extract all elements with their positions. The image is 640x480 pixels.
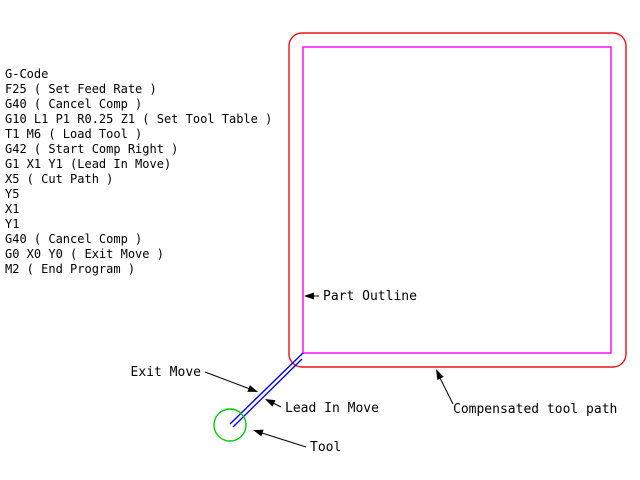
tool-label: Tool (310, 440, 341, 455)
compensated-tool-path-arrowhead-icon (436, 369, 444, 380)
gcode-line: F25 ( Set Feed Rate ) (5, 82, 157, 96)
compensated-tool-path-annotation: Compensated tool path (436, 369, 617, 417)
gcode-line: T1 M6 ( Load Tool ) (5, 127, 142, 141)
lead-in-move-label: Lead In Move (285, 401, 379, 416)
lead-in-move-arrow-line (272, 402, 282, 408)
exit-move-annotation: Exit Move (131, 365, 258, 392)
gcode-line: X1 (5, 202, 19, 216)
gcode-line: G40 ( Cancel Comp ) (5, 232, 142, 246)
compensated-tool-path-arrow-line (439, 377, 454, 405)
gcode-line: X5 ( Cut Path ) (5, 172, 113, 186)
gcode-line: Y5 (5, 187, 19, 201)
tool-circle (213, 408, 247, 442)
compensated-tool-path-outline (288, 32, 627, 368)
gcode-line: G40 ( Cancel Comp ) (5, 97, 142, 111)
exit-move-line (229, 352, 304, 425)
part-outline-arrowhead-icon (304, 292, 314, 300)
gcode-line: G-Code (5, 67, 48, 81)
exit-move-arrow-line (204, 371, 251, 390)
tool-annotation: Tool (253, 429, 341, 455)
gcode-line: G42 ( Start Comp Right ) (5, 142, 178, 156)
tool-arrow-line (261, 432, 307, 448)
lead-in-move-line (232, 358, 303, 428)
part-outline-label: Part Outline (323, 289, 417, 304)
gcode-line: M2 ( End Program ) (5, 262, 135, 276)
gcode-line: G10 L1 P1 R0.25 Z1 ( Set Tool Table ) (5, 112, 272, 126)
exit-move-label: Exit Move (131, 365, 202, 380)
tool-arrowhead-icon (253, 429, 264, 437)
gcode-listing: G-Code F25 ( Set Feed Rate ) G40 ( Cance… (5, 67, 272, 276)
gcode-line: Y1 (5, 217, 19, 231)
lead-in-move-annotation: Lead In Move (265, 399, 379, 416)
part-outline-annotation: Part Outline (304, 289, 417, 304)
compensated-tool-path-label: Compensated tool path (453, 402, 617, 417)
lead-in-move-arrowhead-icon (265, 399, 276, 407)
exit-move-arrowhead-icon (247, 385, 258, 392)
part-outline-rect (302, 46, 612, 354)
gcode-line: G0 X0 Y0 ( Exit Move ) (5, 247, 164, 261)
gcode-line: G1 X1 Y1 (Lead In Move) (5, 157, 171, 171)
